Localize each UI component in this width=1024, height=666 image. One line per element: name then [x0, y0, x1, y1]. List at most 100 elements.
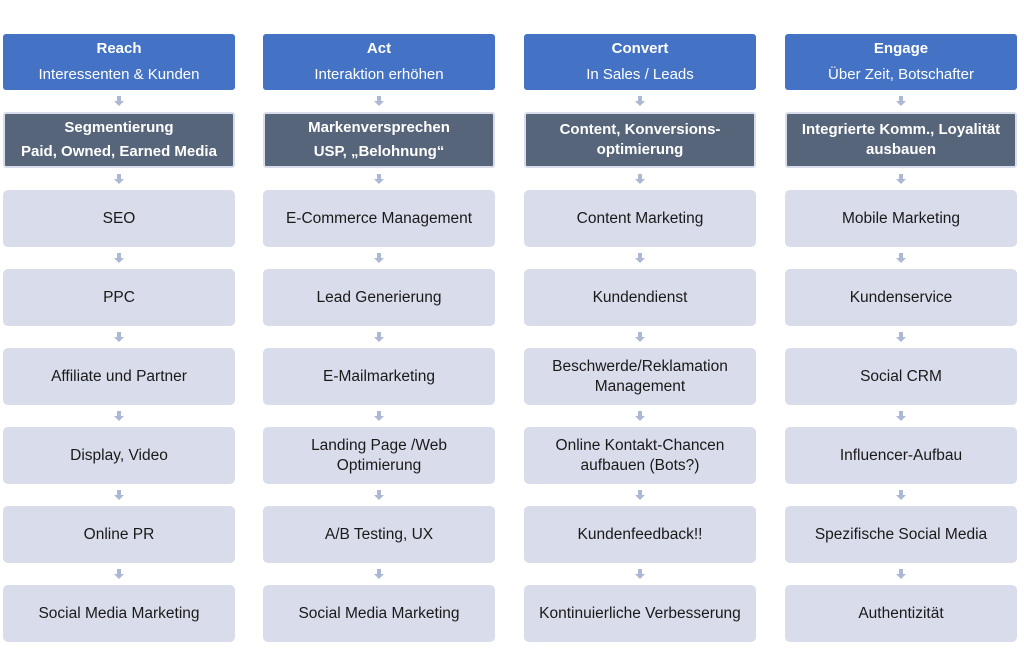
activity-box: Beschwerde/Reklamation Management	[524, 348, 756, 405]
arrow-down-icon	[114, 332, 124, 342]
arrow-down-icon	[374, 490, 384, 500]
arrow-down-icon	[114, 411, 124, 421]
stage-focus-line: ausbauen	[865, 141, 937, 158]
connector-arrow	[524, 484, 756, 506]
connector-arrow	[263, 484, 495, 506]
arrow-down-icon	[114, 174, 124, 184]
stage-focus-line: Segmentierung	[64, 119, 174, 136]
activity-box: Kontinuierliche Verbesserung	[524, 585, 756, 642]
stage-subtitle: In Sales / Leads	[586, 66, 694, 83]
connector-arrow	[3, 168, 235, 190]
arrow-down-icon	[896, 490, 906, 500]
activity-box: Spezifische Social Media	[785, 506, 1017, 563]
stage-title: Convert	[611, 40, 669, 57]
arrow-down-icon	[374, 174, 384, 184]
connector-arrow	[524, 168, 756, 190]
stage-header: Convert In Sales / Leads	[524, 34, 756, 90]
connector-arrow	[3, 326, 235, 348]
connector-arrow	[263, 247, 495, 269]
connector-arrow	[785, 168, 1017, 190]
arrow-down-icon	[635, 174, 645, 184]
connector-arrow	[263, 405, 495, 427]
arrow-down-icon	[374, 96, 384, 106]
activity-box: A/B Testing, UX	[263, 506, 495, 563]
activity-box: Online PR	[3, 506, 235, 563]
stage-subtitle: Über Zeit, Botschafter	[828, 66, 974, 83]
arrow-down-icon	[114, 569, 124, 579]
connector-arrow	[3, 247, 235, 269]
arrow-down-icon	[374, 411, 384, 421]
activity-box: Social Media Marketing	[263, 585, 495, 642]
activity-box: Display, Video	[3, 427, 235, 484]
stage-focus-line: optimierung	[596, 141, 684, 158]
arrow-down-icon	[114, 96, 124, 106]
arrow-down-icon	[114, 253, 124, 263]
activity-box: E-Commerce Management	[263, 190, 495, 247]
arrow-down-icon	[635, 490, 645, 500]
arrow-down-icon	[896, 332, 906, 342]
connector-arrow	[263, 563, 495, 585]
arrow-down-icon	[635, 332, 645, 342]
connector-arrow	[3, 90, 235, 112]
activity-box: Online Kontakt-Chancen aufbauen (Bots?)	[524, 427, 756, 484]
connector-arrow	[524, 247, 756, 269]
arrow-down-icon	[635, 411, 645, 421]
connector-arrow	[263, 326, 495, 348]
activity-box: Authentizität	[785, 585, 1017, 642]
activity-box: Affiliate und Partner	[3, 348, 235, 405]
arrow-down-icon	[635, 569, 645, 579]
stage-subtitle: Interaktion erhöhen	[314, 66, 444, 83]
stage-focus-line: USP, „Belohnung“	[313, 143, 445, 160]
stage-title: Reach	[96, 40, 142, 57]
activity-box: SEO	[3, 190, 235, 247]
connector-arrow	[3, 563, 235, 585]
stage-title: Engage	[873, 40, 929, 57]
activity-box: Kundendienst	[524, 269, 756, 326]
arrow-down-icon	[635, 253, 645, 263]
stage-focus-line: Paid, Owned, Earned Media	[21, 143, 217, 160]
stage-focus-line: Content, Konversions-	[559, 121, 721, 138]
arrow-down-icon	[896, 569, 906, 579]
stage-subtitle: Interessenten & Kunden	[38, 66, 200, 83]
activity-box: PPC	[3, 269, 235, 326]
arrow-down-icon	[896, 253, 906, 263]
arrow-down-icon	[374, 253, 384, 263]
connector-arrow	[524, 90, 756, 112]
arrow-down-icon	[896, 96, 906, 106]
connector-arrow	[524, 405, 756, 427]
stage-focus-line: Integrierte Komm., Loyalität	[801, 121, 1001, 138]
stage-focus-box: Integrierte Komm., Loyalität ausbauen	[785, 112, 1017, 168]
activity-box: Kundenservice	[785, 269, 1017, 326]
activity-box: Influencer-Aufbau	[785, 427, 1017, 484]
activity-box: Social CRM	[785, 348, 1017, 405]
stage-focus-line: Markenversprechen	[308, 119, 450, 136]
connector-arrow	[785, 405, 1017, 427]
connector-arrow	[3, 405, 235, 427]
activity-box: E-Mailmarketing	[263, 348, 495, 405]
connector-arrow	[263, 90, 495, 112]
connector-arrow	[785, 563, 1017, 585]
connector-arrow	[263, 168, 495, 190]
activity-box: Social Media Marketing	[3, 585, 235, 642]
connector-arrow	[524, 326, 756, 348]
arrow-down-icon	[635, 96, 645, 106]
activity-box: Lead Generierung	[263, 269, 495, 326]
connector-arrow	[3, 484, 235, 506]
arrow-down-icon	[896, 174, 906, 184]
arrow-down-icon	[374, 569, 384, 579]
connector-arrow	[785, 247, 1017, 269]
activity-box: Mobile Marketing	[785, 190, 1017, 247]
arrow-down-icon	[896, 411, 906, 421]
arrow-down-icon	[114, 490, 124, 500]
arrow-down-icon	[374, 332, 384, 342]
stage-title: Act	[366, 40, 392, 57]
